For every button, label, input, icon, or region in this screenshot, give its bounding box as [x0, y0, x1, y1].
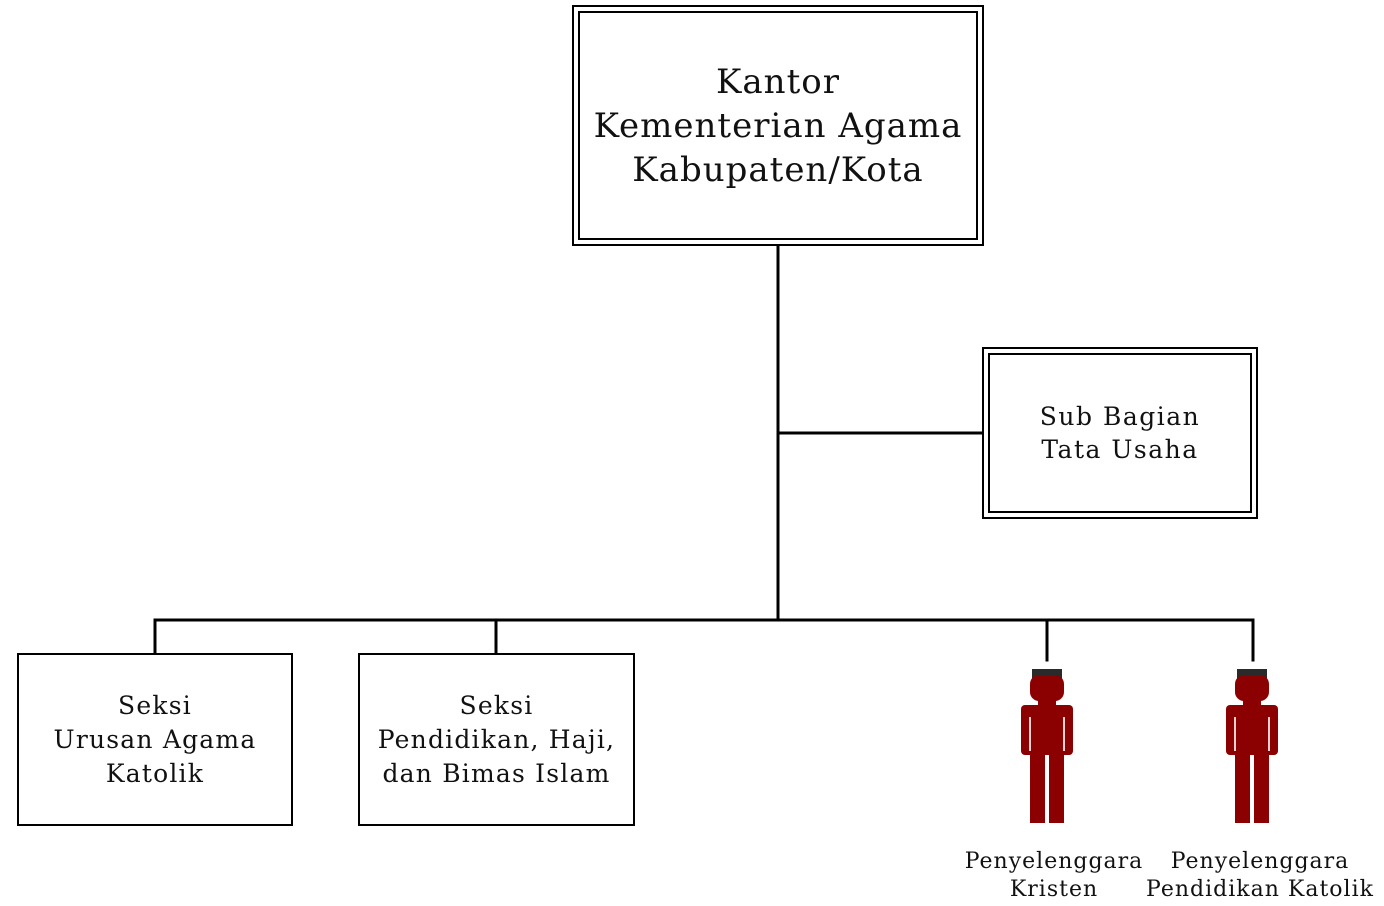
sub-bagian-label: Sub Bagian Tata Usaha [1040, 400, 1200, 466]
seksi-katolik-label: Seksi Urusan Agama Katolik [54, 689, 257, 791]
seksi-islam-line-1: Seksi [459, 690, 534, 720]
seksi-islam-label: Seksi Pendidikan, Haji, dan Bimas Islam [378, 689, 615, 791]
sub-bagian-line-2: Tata Usaha [1041, 435, 1199, 464]
head-office-label: Kantor Kementerian Agama Kabupaten/Kota [594, 60, 963, 192]
head-office-box: Kantor Kementerian Agama Kabupaten/Kota [572, 5, 984, 246]
person-icon [1226, 669, 1278, 823]
penyelenggara-pendidikan-katolik-caption: Penyelenggara Pendidikan Katolik [1145, 848, 1375, 904]
seksi-islam-line-3: dan Bimas Islam [382, 758, 611, 788]
penyelenggara-pendidikan-katolik-line-1: Penyelenggara [1170, 849, 1350, 874]
sub-bagian-box: Sub Bagian Tata Usaha [982, 347, 1258, 519]
penyelenggara-kristen-caption: Penyelenggara Kristen [954, 848, 1154, 904]
penyelenggara-pendidikan-katolik-line-2: Pendidikan Katolik [1146, 877, 1374, 902]
sub-bagian-line-1: Sub Bagian [1039, 402, 1201, 431]
seksi-katolik-line-2: Urusan Agama [53, 724, 257, 754]
person-figure-kristen [1021, 669, 1073, 823]
head-office-line-3: Kabupaten/Kota [632, 149, 924, 190]
penyelenggara-kristen-line-1: Penyelenggara [964, 849, 1144, 874]
head-office-line-2: Kementerian Agama [593, 105, 963, 146]
penyelenggara-kristen-line-2: Kristen [1009, 877, 1099, 902]
seksi-katolik-line-1: Seksi [118, 690, 192, 720]
head-office-line-1: Kantor [716, 61, 840, 102]
seksi-islam-line-2: Pendidikan, Haji, [377, 724, 616, 754]
seksi-katolik-line-3: Katolik [105, 758, 205, 788]
seksi-katolik-box: Seksi Urusan Agama Katolik [17, 653, 293, 826]
person-figure-pendidikan-katolik [1226, 669, 1278, 823]
seksi-islam-box: Seksi Pendidikan, Haji, dan Bimas Islam [358, 653, 635, 826]
person-icon [1021, 669, 1073, 823]
